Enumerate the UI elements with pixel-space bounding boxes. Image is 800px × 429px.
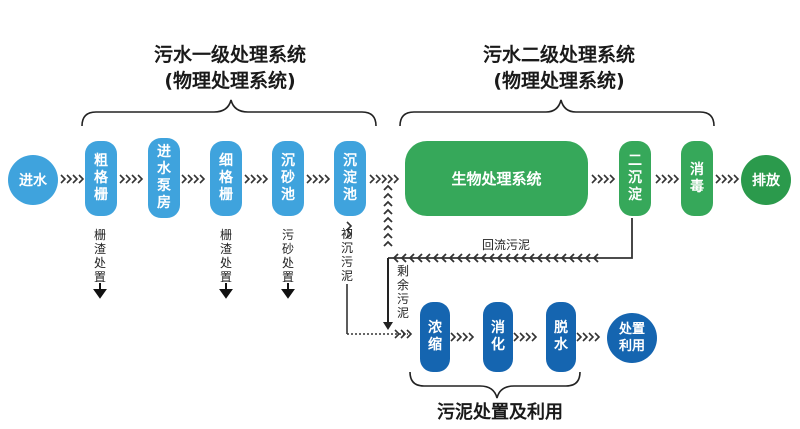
primary-title-line2: (物理处理系统) (164, 70, 296, 92)
secondary-brace (399, 99, 715, 127)
dewatering-node: 脱水 (546, 302, 576, 372)
digestion-label: 消化 (491, 320, 505, 353)
primary-sludge-line (346, 221, 413, 339)
inlet-node: 进水 (8, 155, 58, 205)
dewatering-label: 脱水 (554, 320, 568, 353)
sludge-title: 污泥处置及利用 (437, 402, 563, 423)
screen-residue-label-1: 栅渣处置 (93, 228, 106, 284)
grit-chamber-node: 沉砂池 (272, 141, 304, 216)
pump-room-label: 进水泵房 (157, 144, 171, 211)
screen-residue-label-2: 栅渣处置 (219, 228, 232, 284)
main-flow-arrows (60, 174, 740, 342)
primary-clarifier-node: 沉淀池 (334, 141, 366, 216)
return-sludge-line (383, 184, 633, 263)
fine-screen-label: 细格栅 (219, 153, 233, 203)
residue-arrows (93, 283, 295, 299)
thickening-node: 浓缩 (420, 302, 450, 372)
thickening-label: 浓缩 (428, 320, 442, 353)
sludge-brace (409, 371, 581, 399)
disinfection-node: 消毒 (681, 141, 713, 216)
digestion-node: 消化 (483, 302, 513, 372)
secondary-clarifier-label: 二沉淀 (628, 153, 642, 203)
coarse-screen-node: 粗格栅 (85, 141, 117, 216)
primary-clarifier-label: 沉淀池 (343, 153, 357, 203)
grit-disposal-label: 污砂处置 (281, 228, 294, 284)
disposal-node: 处置利用 (607, 313, 657, 363)
bio-system-node: 生物处理系统 (405, 141, 588, 216)
coarse-screen-label: 粗格栅 (94, 153, 108, 203)
excess-sludge-label: 剩余污泥 (396, 264, 409, 320)
primary-brace (81, 99, 377, 127)
disposal-label: 处置利用 (618, 322, 645, 354)
disinfection-label: 消毒 (690, 161, 704, 195)
return-sludge-label: 回流污泥 (482, 238, 531, 252)
secondary-title-line2: (物理处理系统) (493, 70, 625, 92)
grit-chamber-label: 沉砂池 (281, 153, 295, 203)
primary-title-line1: 污水一级处理系统 (153, 44, 306, 66)
secondary-title-line1: 污水二级处理系统 (482, 44, 635, 66)
primary-system-title: 污水一级处理系统 (物理处理系统) (110, 42, 350, 94)
discharge-node: 排放 (741, 155, 791, 205)
primary-sludge-label: 初沉污泥 (340, 227, 353, 283)
fine-screen-node: 细格栅 (210, 141, 242, 216)
pump-room-node: 进水泵房 (148, 138, 180, 218)
secondary-system-title: 污水二级处理系统 (物理处理系统) (439, 42, 679, 94)
secondary-clarifier-node: 二沉淀 (619, 141, 651, 216)
